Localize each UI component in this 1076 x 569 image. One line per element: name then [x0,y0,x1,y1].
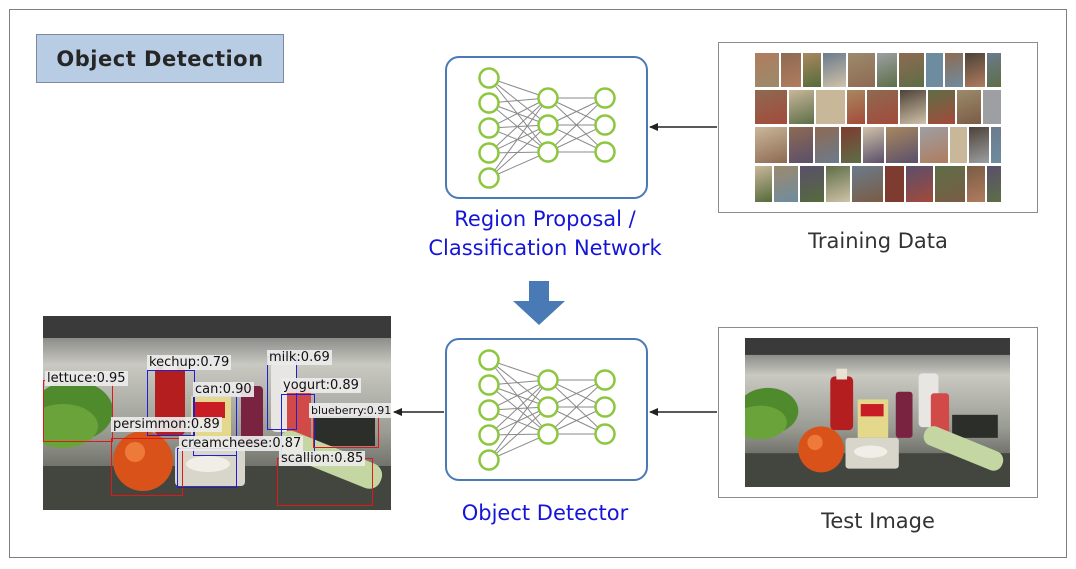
region-proposal-network-box [445,56,648,199]
training-thumbnail [928,90,955,124]
training-thumbnail [755,166,772,202]
neuron-node [537,369,559,391]
training-thumbnail [800,166,824,202]
training-thumbnail [967,166,985,202]
neuron-node [478,167,500,189]
detection-label: persimmon:0.89 [111,417,222,432]
training-thumbnail [987,53,1001,87]
training-data-caption: Training Data [808,229,948,253]
neuron-node [594,87,616,109]
training-thumbnail [969,127,989,163]
detection-label: yogurt:0.89 [281,378,361,393]
detection-label: milk:0.69 [267,350,332,365]
neuron-node [537,396,559,418]
detection-label: blueberry:0.91 [309,403,391,418]
neuron-node [594,141,616,163]
neuron-node [478,449,500,471]
detection-box [147,370,195,436]
training-thumbnail [774,166,798,202]
fridge-scene [745,338,1010,487]
training-thumbnail [886,127,918,163]
detection-result-image: lettuce:0.95 kechup:0.79 can:0.90 milk:0.69… [43,316,391,510]
detection-label: kechup:0.79 [147,355,232,370]
object-detector-network-graph [478,349,616,471]
training-thumbnail [852,166,883,202]
test-image-frame [718,327,1038,498]
training-thumbnail [906,166,933,202]
training-thumbnail [920,127,948,163]
diagram-frame [9,9,1067,558]
detection-box [43,380,113,442]
training-thumbnail [867,90,898,124]
training-data-image [718,42,1038,213]
training-thumbnail [826,166,850,202]
neuron-node [537,141,559,163]
training-thumbnail [877,53,897,87]
training-thumbnail [991,127,1001,163]
training-thumbnail [950,127,967,163]
training-thumbnail [965,53,985,87]
object-detector-caption: Object Detector [461,501,629,525]
training-thumbnail [841,127,861,163]
training-thumbnail [987,166,1001,202]
neuron-node [478,424,500,446]
test-image-caption: Test Image [821,509,935,533]
detection-label: lettuce:0.95 [45,371,128,386]
training-thumbnail [945,53,963,87]
object-detector-network-box [445,338,648,481]
training-thumbnail [803,53,821,87]
training-thumbnail [755,127,787,163]
test-image [745,338,1010,487]
training-thumbnail [935,166,965,202]
training-thumbnail [789,127,813,163]
neuron-node [594,396,616,418]
region-proposal-caption-line1: Region Proposal / [454,207,636,231]
training-thumbnail [816,90,845,124]
neuron-node [537,423,559,445]
training-thumbnail [823,53,846,87]
neuron-node [478,399,500,421]
training-thumbnail [983,90,1001,124]
detection-label: creamcheese:0.87 [179,436,304,451]
region-proposal-caption: Region Proposal / Classification Network [400,205,690,263]
detection-label: scallion:0.85 [279,451,366,466]
diagram-title: Object Detection [36,34,284,83]
neuron-node [478,349,500,371]
neuron-node [478,117,500,139]
training-thumbnail [815,127,839,163]
training-thumbnail [755,90,787,124]
training-thumbnail [781,53,801,87]
training-thumbnail [848,53,875,87]
neuron-node [594,369,616,391]
region-proposal-caption-line2: Classification Network [428,236,662,260]
neuron-node [478,142,500,164]
detection-label: can:0.90 [193,382,254,397]
detection-box [177,448,237,488]
neuron-node [594,114,616,136]
neuron-node [594,423,616,445]
neuron-node [537,114,559,136]
neuron-node [478,374,500,396]
training-thumbnail [789,90,814,124]
training-thumbnail [847,90,865,124]
neuron-node [478,92,500,114]
training-thumbnail [926,53,943,87]
neuron-node [478,67,500,89]
training-thumbnail [755,53,779,87]
training-thumbnail [863,127,884,163]
training-thumbnail [885,166,904,202]
detection-box [111,438,183,496]
training-thumbnail [899,53,924,87]
neuron-node [537,87,559,109]
training-thumbnail [957,90,981,124]
training-thumbnail [900,90,926,124]
region-proposal-network-graph [478,67,616,189]
